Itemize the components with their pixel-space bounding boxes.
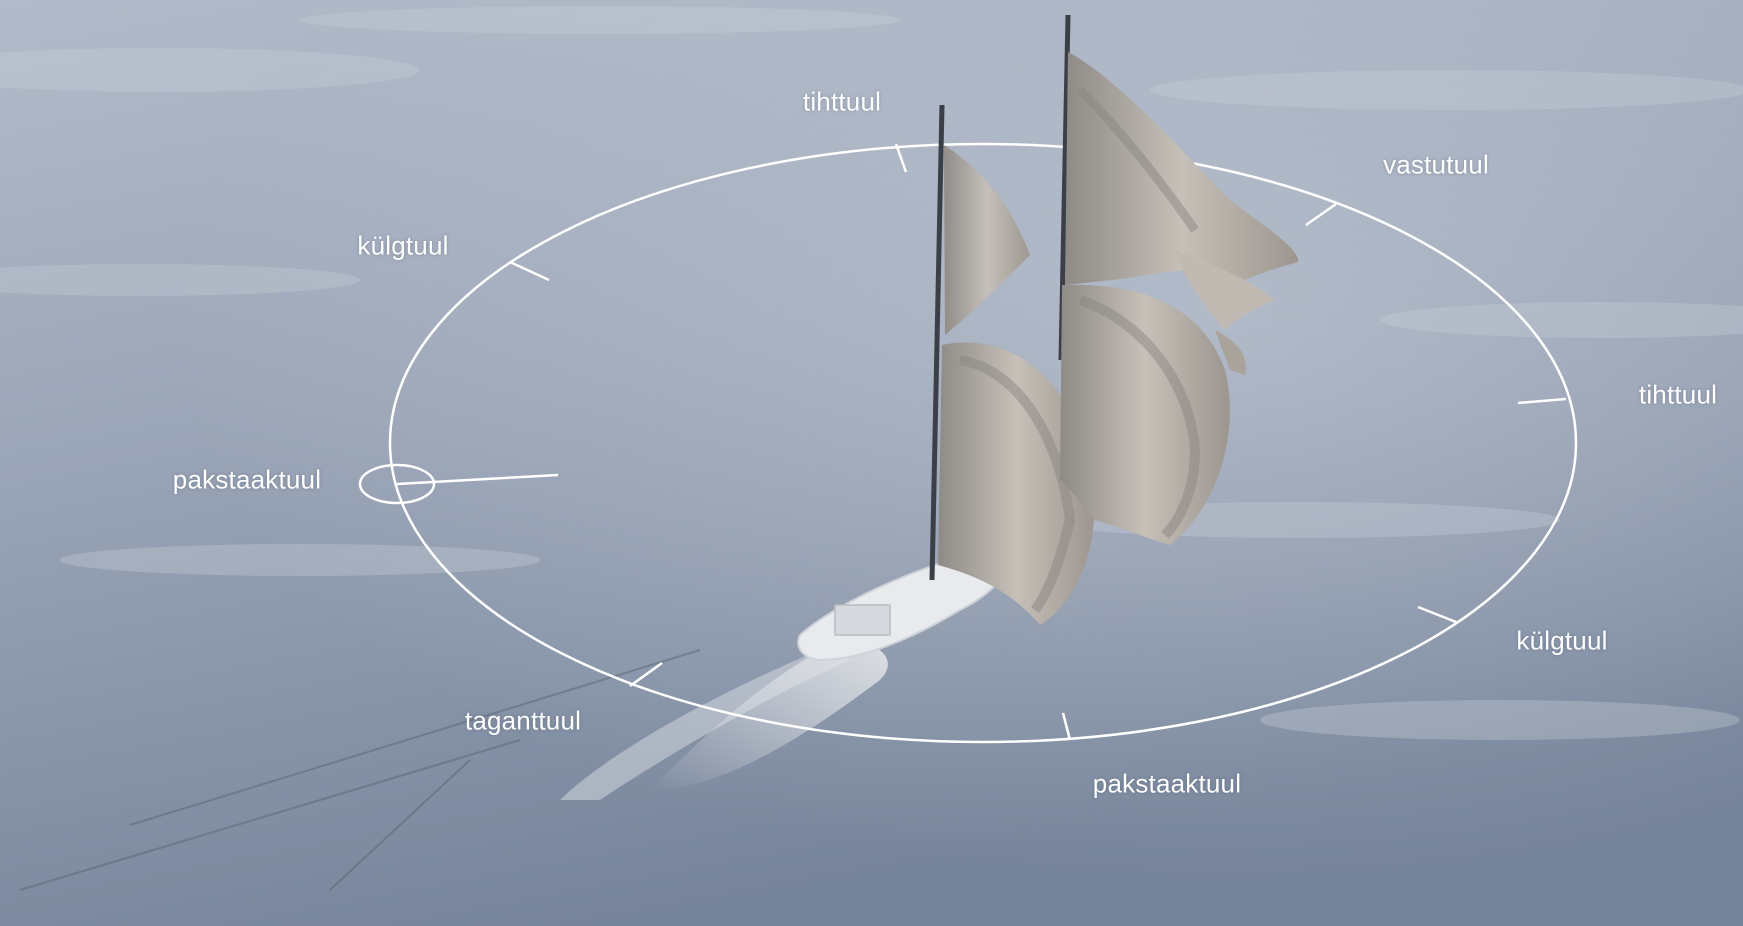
label-pakstaaktuul-bottom: pakstaaktuul (1093, 769, 1241, 800)
label-taganttuul: taganttuul (465, 706, 581, 737)
label-kulgtuul-right: külgtuul (1516, 626, 1607, 657)
label-tihttuul-right: tihttuul (1639, 380, 1717, 411)
label-kulgtuul-left: külgtuul (357, 231, 448, 262)
label-pakstaaktuul-left: pakstaaktuul (173, 465, 321, 496)
label-tihttuul-top: tihttuul (803, 87, 881, 118)
boat-cabin (835, 605, 890, 635)
label-vastutuul: vastutuul (1383, 150, 1489, 181)
